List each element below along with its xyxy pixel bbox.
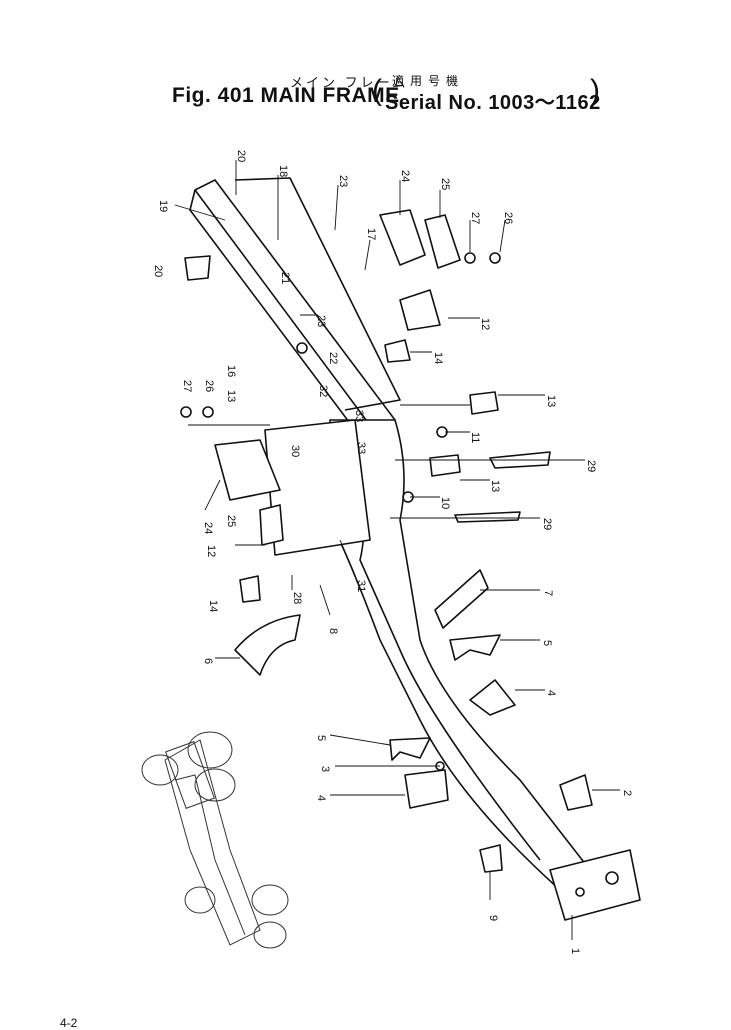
part-label-14: 14 (207, 600, 219, 612)
part-label-31: 31 (355, 580, 367, 592)
frame-upper-rail (194, 179, 396, 433)
washer-27-upper (464, 252, 476, 264)
part-label-5: 5 (541, 640, 553, 646)
part-label-6: 6 (202, 658, 214, 664)
part-label-16: 16 (225, 365, 237, 377)
part-label-29: 29 (541, 518, 553, 530)
bolt-26-upper (489, 252, 501, 264)
part-label-9: 9 (487, 915, 499, 921)
part-label-12: 12 (205, 545, 217, 557)
bracket-12-lower (259, 504, 284, 546)
part-label-4: 4 (545, 690, 557, 696)
plate-6 (234, 614, 301, 676)
part-label-12: 12 (479, 318, 491, 330)
part-label-32: 32 (317, 385, 329, 397)
part-label-1: 1 (569, 948, 581, 954)
bracket-24-upper (379, 209, 426, 266)
vehicle-inset-sketch (141, 731, 289, 949)
part-label-23: 23 (337, 175, 349, 187)
part-label-7: 7 (542, 590, 554, 596)
part-label-29: 29 (585, 460, 597, 472)
part-label-24: 24 (202, 522, 214, 534)
figure-title: Fig. 401 MAIN FRAME (172, 84, 400, 107)
nut-22 (296, 342, 308, 354)
part-label-17: 17 (365, 228, 377, 240)
part-label-23: 23 (315, 315, 327, 327)
bracket-9 (479, 844, 503, 873)
part-label-14: 14 (432, 352, 444, 364)
frame-upper-rail-side (189, 189, 376, 451)
japanese-serial-label: 適用号機 (392, 74, 465, 88)
plate-5-upper (449, 634, 501, 661)
part-label-24: 24 (399, 170, 411, 182)
bracket-13-upper (469, 391, 499, 415)
part-label-3: 3 (319, 766, 331, 772)
title-block: メイン フレーム 適用号機 Fig. 401 MAIN FRAME ( Seri… (0, 66, 731, 116)
bracket-12-upper (399, 289, 441, 331)
part-label-33: 33 (353, 410, 365, 422)
part-label-28: 28 (291, 592, 303, 604)
plate-4-lower (404, 769, 449, 809)
plate-4-upper (469, 679, 516, 716)
plate-7 (434, 569, 489, 629)
part-label-22: 22 (327, 352, 339, 364)
part-label-33: 33 (355, 442, 367, 454)
bracket-25-upper (424, 214, 461, 269)
plate-20-left (184, 255, 211, 281)
part-label-26: 26 (203, 380, 215, 392)
part-label-4: 4 (315, 795, 327, 801)
serial-paren-open: ( (372, 74, 382, 107)
part-label-13: 13 (545, 395, 557, 407)
part-label-2: 2 (621, 790, 633, 796)
plate-5-lower (389, 737, 431, 761)
bracket-24-lower (214, 439, 281, 501)
bracket-13-mid (429, 454, 461, 477)
plate-29-lower (454, 511, 521, 523)
part-label-10: 10 (439, 497, 451, 509)
page-number: 4-2 (60, 1016, 78, 1030)
bracket-14-lower (239, 575, 261, 603)
part-label-27: 27 (469, 212, 481, 224)
part-label-13: 13 (225, 390, 237, 402)
part-label-11: 11 (469, 432, 481, 443)
part-label-5: 5 (315, 735, 327, 741)
serial-range: Serial No. 1003～1162 (385, 92, 601, 114)
part-label-30: 30 (289, 445, 301, 457)
part-label-25: 25 (439, 178, 451, 190)
rear-end-plate (549, 849, 641, 921)
bolt-26-lower (202, 406, 214, 418)
part-label-21: 21 (279, 272, 291, 284)
japanese-title: メイン フレーム (290, 75, 409, 90)
part-label-20: 20 (235, 150, 247, 162)
washer-27-lower (180, 406, 192, 418)
frame-right-rail (234, 177, 401, 411)
part-label-25: 25 (225, 515, 237, 527)
part-label-20: 20 (152, 265, 164, 277)
bracket-2 (559, 774, 593, 811)
part-label-27: 27 (181, 380, 193, 392)
part-label-8: 8 (327, 628, 339, 634)
part-label-13: 13 (489, 480, 501, 492)
part-label-26: 26 (502, 212, 514, 224)
part-label-18: 18 (277, 165, 289, 177)
part-label-19: 19 (157, 200, 169, 212)
serial-paren-close: ) (590, 74, 600, 107)
bracket-14-upper (384, 339, 411, 363)
